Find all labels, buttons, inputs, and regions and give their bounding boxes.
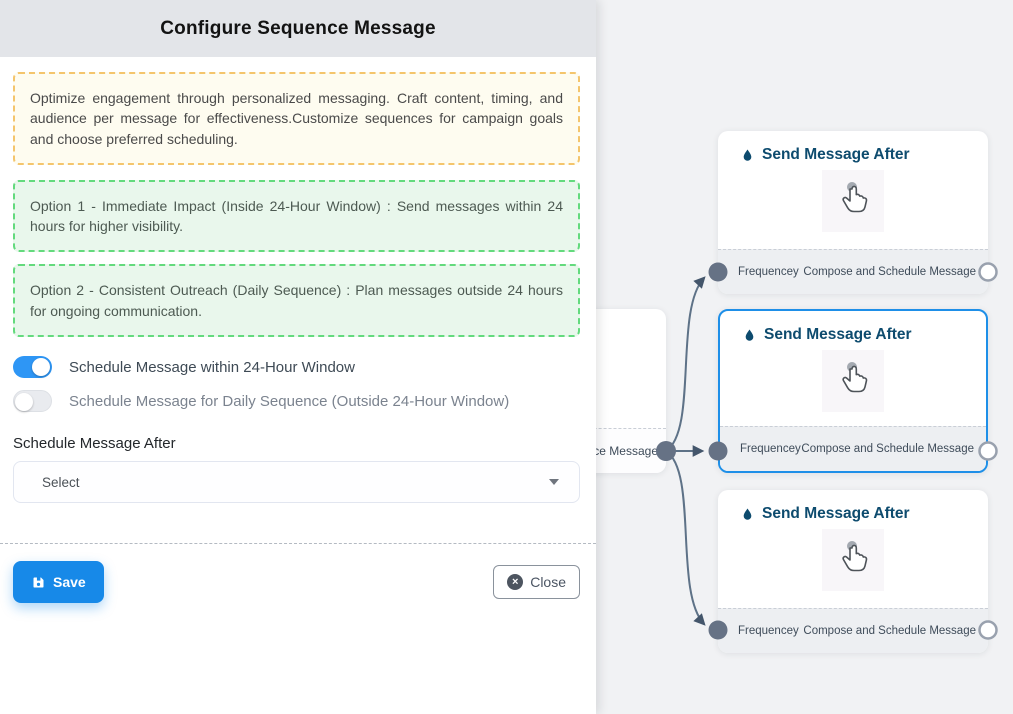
node-title-row: Send Message After (720, 311, 986, 344)
toggle-24hour-label: Schedule Message within 24-Hour Window (69, 358, 355, 376)
save-button[interactable]: Save (13, 561, 104, 604)
node-footer: Frequencey Compose and Schedule Message (720, 426, 986, 471)
droplet-icon (745, 329, 754, 341)
tap-cursor-image (822, 170, 884, 232)
target-handle-node-0[interactable] (708, 262, 728, 282)
node-title-row: Send Message After (718, 131, 988, 164)
edge-to-node-2 (665, 450, 706, 626)
panel-body: Optimize engagement through personalized… (0, 57, 596, 604)
edge-to-node-0 (665, 276, 706, 452)
flow-node-card-2[interactable]: Send Message After Frequencey Compose an… (718, 490, 988, 653)
node-title: Send Message After (762, 505, 910, 522)
save-floppy-icon (33, 577, 44, 588)
schedule-after-select[interactable]: Select (13, 461, 580, 504)
source-node-label: ce Message (596, 444, 658, 458)
close-button[interactable]: × Close (493, 565, 580, 600)
output-handle-node-2[interactable] (978, 620, 998, 640)
source-node-footer: ce Message (596, 428, 666, 473)
node-footer: Frequencey Compose and Schedule Message (718, 249, 988, 294)
close-button-label: Close (530, 574, 566, 591)
footer-divider (0, 543, 596, 545)
actions-row: Save × Close (13, 544, 580, 604)
droplet-icon (743, 508, 752, 520)
flow-canvas[interactable]: ce Message Send Message After Frequencey… (596, 0, 1013, 714)
select-value: Select (42, 474, 80, 490)
page-title: Configure Sequence Message (160, 17, 436, 39)
node-footer-frequency[interactable]: Frequencey (740, 443, 801, 455)
chevron-down-icon (549, 479, 559, 486)
target-handle-node-1[interactable] (708, 441, 728, 461)
node-footer: Frequencey Compose and Schedule Message (718, 608, 988, 653)
toggle-row-daily: Schedule Message for Daily Sequence (Out… (13, 390, 580, 413)
output-handle-node-1[interactable] (978, 441, 998, 461)
toggle-knob (32, 358, 50, 377)
toggle-24hour-window[interactable] (13, 356, 52, 379)
node-footer-compose[interactable]: Compose and Schedule Message (803, 625, 976, 637)
flow-node-card-1[interactable]: Send Message After Frequencey Compose an… (718, 309, 988, 473)
toggle-daily-label: Schedule Message for Daily Sequence (Out… (69, 392, 510, 410)
save-button-label: Save (53, 574, 86, 591)
panel-header: Configure Sequence Message (0, 0, 596, 57)
node-footer-frequency[interactable]: Frequencey (738, 625, 799, 637)
option2-note: Option 2 - Consistent Outreach (Daily Se… (13, 264, 580, 338)
node-footer-compose[interactable]: Compose and Schedule Message (803, 266, 976, 278)
node-title: Send Message After (762, 146, 910, 163)
source-node-card[interactable]: ce Message (596, 309, 666, 473)
source-output-handle[interactable] (656, 441, 676, 461)
droplet-icon (743, 149, 752, 161)
toggle-knob (15, 392, 33, 411)
intro-note: Optimize engagement through personalized… (13, 72, 580, 165)
node-footer-compose[interactable]: Compose and Schedule Message (801, 443, 974, 455)
tap-cursor-image (822, 350, 884, 412)
node-title-row: Send Message After (718, 490, 988, 523)
schedule-after-label: Schedule Message After (13, 435, 176, 453)
close-x-icon: × (507, 574, 524, 591)
configure-sequence-panel: Configure Sequence Message Optimize enga… (0, 0, 596, 604)
flow-node-card-0[interactable]: Send Message After Frequencey Compose an… (718, 131, 988, 294)
output-handle-node-0[interactable] (978, 262, 998, 282)
node-title: Send Message After (764, 326, 912, 343)
target-handle-node-2[interactable] (708, 620, 728, 640)
node-footer-frequency[interactable]: Frequencey (738, 266, 799, 278)
tap-cursor-image (822, 529, 884, 591)
toggle-daily-sequence[interactable] (13, 390, 52, 413)
option1-note: Option 1 - Immediate Impact (Inside 24-H… (13, 179, 580, 253)
toggle-row-24hour: Schedule Message within 24-Hour Window (13, 356, 580, 379)
